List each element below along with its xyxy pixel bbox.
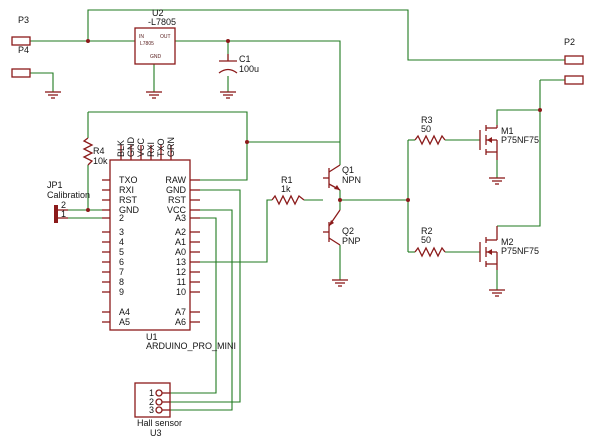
u1-top-pin-label: RXI [146, 142, 156, 157]
u2-pin-gnd: GND [150, 54, 162, 60]
u2-ref: U2 [152, 8, 164, 18]
u1-right-pin-label: RAW [165, 175, 186, 185]
resistor-r2: R2 50 [414, 226, 446, 258]
r4-ref: R4 [93, 146, 105, 156]
port-p4: P4 [11, 45, 31, 78]
u2-body-text: L7805 [140, 41, 154, 47]
q1-value: NPN [342, 175, 361, 185]
q1-ref: Q1 [342, 165, 354, 175]
u1-top-pin-label: VCC [136, 137, 146, 157]
u1-top-pin-label: TXO [156, 138, 166, 157]
r2-ref: R2 [421, 226, 433, 236]
m1-value: P75NF75 [501, 135, 539, 145]
port-p3-label: P3 [18, 15, 29, 25]
jp1-ref: JP1 [47, 180, 63, 190]
u3-pin1: 1 [149, 388, 154, 398]
r4-value: 10k [93, 156, 108, 166]
u1-right-pin-label: A1 [175, 237, 186, 247]
r3-ref: R3 [421, 115, 433, 125]
m1-ref: M1 [501, 126, 514, 136]
jumper-jp1: 2 1 JP1 Calibration [47, 180, 90, 223]
u1-left-pin-label: 6 [119, 257, 124, 267]
regulator-u2: IN OUT L7805 GND U2 -L7805 [134, 8, 176, 65]
r1-value: 1k [281, 184, 291, 194]
u1-left-pin-label: 9 [119, 287, 124, 297]
resistor-r1: R1 1k [271, 175, 305, 206]
u1-right-pin-label: VCC [167, 205, 187, 215]
u1-left-pin-label: 7 [119, 267, 124, 277]
u2-pin-out: OUT [160, 34, 171, 40]
port-p2: P2 [564, 37, 584, 85]
u1-left-pin-label: GND [119, 205, 140, 215]
transistor-q1: Q1 NPN [323, 164, 361, 191]
resistor-r3: R3 50 [414, 115, 446, 146]
u1-value: ARDUINO_PRO_MINI [146, 341, 236, 351]
u1-top-pin-label: GND [126, 137, 136, 158]
mosfet-m1: M1 P75NF75 [479, 125, 539, 160]
r3-value: 50 [421, 124, 431, 134]
junctions [86, 39, 542, 212]
u1-right-pin-label: A0 [175, 247, 186, 257]
u1-right-pin-label: RST [168, 195, 187, 205]
port-p2-label: P2 [564, 37, 575, 47]
u1-right-pin-label: 12 [176, 267, 186, 277]
u1-left-pin-label: 8 [119, 277, 124, 287]
q2-value: PNP [342, 236, 361, 246]
port-p3: P3 [11, 15, 31, 46]
u1-right-pin-label: 11 [177, 277, 186, 287]
u3-value: Hall sensor [137, 418, 182, 428]
resistor-r4: R4 10k [82, 137, 108, 166]
u1-right-pin-label: 10 [176, 287, 186, 297]
u1-right-pin-label: GND [166, 185, 187, 195]
jp1-pin2: 2 [61, 200, 66, 210]
transistor-q2: Q2 PNP [323, 209, 361, 246]
u3-pin2: 2 [149, 397, 154, 407]
hall-sensor-u3: 1 2 3 Hall sensor U3 [134, 382, 182, 438]
q2-ref: Q2 [342, 226, 354, 236]
u2-value: -L7805 [148, 17, 176, 27]
c1-value: 100u [239, 64, 259, 74]
u1-left-pin-label: RST [119, 195, 138, 205]
m2-ref: M2 [501, 237, 514, 247]
u3-ref: U3 [150, 428, 162, 438]
u1-left-pin-label: 4 [119, 237, 124, 247]
u1-right-pin-label: A6 [175, 317, 186, 327]
c1-ref: C1 [239, 54, 251, 64]
m2-value: P75NF75 [501, 246, 539, 256]
u2-pin-in: IN [139, 34, 144, 40]
mosfet-m2: M2 P75NF75 [479, 226, 539, 270]
u1-left-pin-label: 5 [119, 247, 124, 257]
capacitor-c1: C1 100u [218, 54, 259, 74]
u1-left-pin-label: 2 [119, 213, 124, 223]
u1-left-pin-label: RXI [119, 185, 134, 195]
u1-top-pin-label: BLK [116, 140, 126, 157]
port-p4-label: P4 [18, 45, 29, 55]
u1-left-pin-label: 3 [119, 227, 124, 237]
u1-right-pin-label: 13 [176, 257, 186, 267]
r2-value: 50 [421, 235, 431, 245]
u1-top-pin-label: GRN [166, 137, 176, 157]
jp1-pin1: 1 [61, 209, 66, 219]
u1-left-pin-label: TXO [119, 175, 138, 185]
r1-ref: R1 [281, 175, 293, 185]
u1-right-pin-label: A2 [175, 227, 186, 237]
ground-symbols [45, 91, 505, 297]
u3-pin3: 3 [149, 405, 154, 415]
u1-left-pin-label: A4 [119, 307, 130, 317]
u1-left-pin-label: A5 [119, 317, 130, 327]
u1-right-pin-label: A7 [175, 307, 186, 317]
u1-right-pin-label: A3 [175, 213, 186, 223]
u1-ref: U1 [146, 332, 158, 342]
jp1-value: Calibration [47, 190, 90, 200]
